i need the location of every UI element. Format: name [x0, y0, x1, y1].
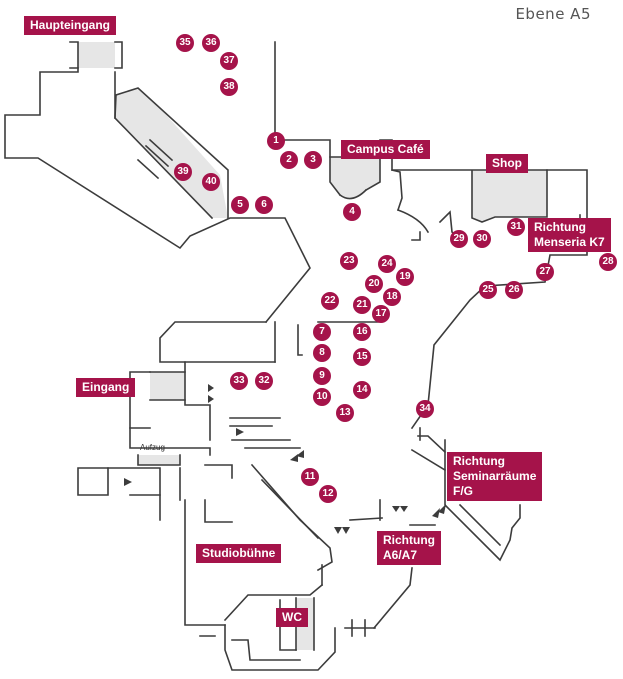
label-studiobuehne: Studiobühne [196, 544, 282, 563]
west-hall-shaded [116, 88, 228, 218]
location-marker-23[interactable]: 23 [340, 252, 358, 270]
cafe-shaded [330, 157, 380, 199]
location-marker-34[interactable]: 34 [416, 400, 434, 418]
location-marker-24[interactable]: 24 [378, 255, 396, 273]
location-marker-10[interactable]: 10 [313, 388, 331, 406]
location-marker-18[interactable]: 18 [383, 288, 401, 306]
haupteingang-vestibule [78, 42, 115, 68]
eingang-vestibule [150, 372, 185, 400]
label-richtung-menseria: Richtung Menseria K7 [528, 218, 611, 252]
aufzug-shaded [138, 455, 180, 465]
location-marker-31[interactable]: 31 [507, 218, 525, 236]
location-marker-26[interactable]: 26 [505, 281, 523, 299]
location-marker-5[interactable]: 5 [231, 196, 249, 214]
label-aufzug: Aufzug [140, 443, 165, 452]
location-marker-4[interactable]: 4 [343, 203, 361, 221]
location-marker-33[interactable]: 33 [230, 372, 248, 390]
location-marker-1[interactable]: 1 [267, 132, 285, 150]
location-marker-39[interactable]: 39 [174, 163, 192, 181]
location-marker-9[interactable]: 9 [313, 367, 331, 385]
location-marker-17[interactable]: 17 [372, 305, 390, 323]
location-marker-27[interactable]: 27 [536, 263, 554, 281]
location-marker-28[interactable]: 28 [599, 253, 617, 271]
location-marker-14[interactable]: 14 [353, 381, 371, 399]
label-eingang: Eingang [76, 378, 136, 397]
location-marker-25[interactable]: 25 [479, 281, 497, 299]
location-marker-11[interactable]: 11 [301, 468, 319, 486]
location-marker-7[interactable]: 7 [313, 323, 331, 341]
location-marker-3[interactable]: 3 [304, 151, 322, 169]
location-marker-37[interactable]: 37 [220, 52, 238, 70]
location-marker-19[interactable]: 19 [396, 268, 414, 286]
location-marker-16[interactable]: 16 [353, 323, 371, 341]
label-haupteingang: Haupteingang [24, 16, 116, 35]
label-campus-cafe: Campus Café [341, 140, 430, 159]
label-richtung-a6-a7: Richtung A6/A7 [377, 531, 441, 565]
shop-shaded [472, 170, 547, 222]
direction-arrows [124, 384, 446, 534]
location-marker-38[interactable]: 38 [220, 78, 238, 96]
location-marker-12[interactable]: 12 [319, 485, 337, 503]
label-wc: WC [276, 608, 308, 627]
location-marker-13[interactable]: 13 [336, 404, 354, 422]
location-marker-2[interactable]: 2 [280, 151, 298, 169]
location-marker-35[interactable]: 35 [176, 34, 194, 52]
location-marker-22[interactable]: 22 [321, 292, 339, 310]
location-marker-15[interactable]: 15 [353, 348, 371, 366]
location-marker-32[interactable]: 32 [255, 372, 273, 390]
shaded-areas [78, 42, 547, 650]
location-marker-40[interactable]: 40 [202, 173, 220, 191]
location-marker-21[interactable]: 21 [353, 296, 371, 314]
location-marker-20[interactable]: 20 [365, 275, 383, 293]
location-marker-6[interactable]: 6 [255, 196, 273, 214]
label-shop: Shop [486, 154, 528, 173]
location-marker-8[interactable]: 8 [313, 344, 331, 362]
floor-level-label: Ebene A5 [515, 5, 591, 23]
walls [4, 41, 588, 671]
location-marker-30[interactable]: 30 [473, 230, 491, 248]
location-marker-36[interactable]: 36 [202, 34, 220, 52]
label-richtung-seminarraeume: Richtung Seminarräume F/G [447, 452, 543, 501]
location-marker-29[interactable]: 29 [450, 230, 468, 248]
